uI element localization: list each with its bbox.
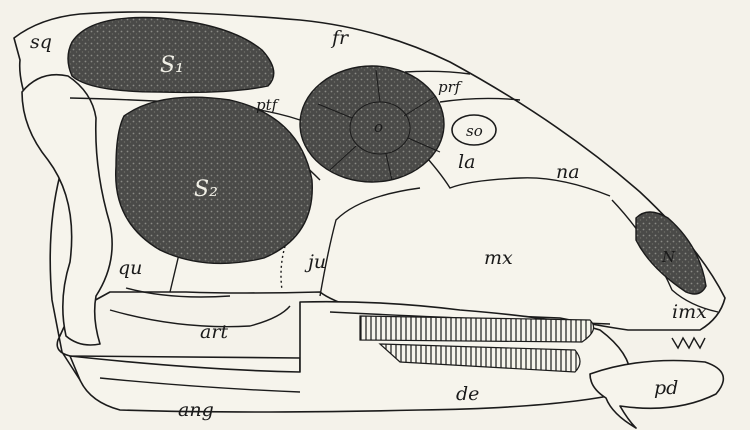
label-prf: prf: [438, 78, 463, 96]
label-la: la: [458, 151, 475, 173]
label-qu: qu: [118, 257, 142, 279]
label-ju: ju: [304, 251, 326, 273]
premaxillary-teeth: [672, 338, 705, 348]
label-imx: imx: [672, 301, 707, 323]
label-fr: fr: [330, 27, 350, 49]
label-sq: sq: [30, 31, 52, 53]
label-so: so: [466, 122, 483, 140]
label-nares: N: [661, 248, 676, 266]
label-de: de: [456, 383, 479, 405]
dental-battery-upper: [360, 316, 594, 342]
label-s2: S₂: [194, 177, 218, 202]
label-orbit: o: [374, 118, 383, 136]
label-art: art: [200, 321, 228, 343]
label-mx: mx: [484, 247, 513, 269]
label-ptf: ptf: [256, 96, 280, 114]
label-ang: ang: [178, 399, 214, 421]
label-pd: pd: [654, 377, 678, 399]
orbit-opening: [300, 66, 444, 182]
label-na: na: [556, 161, 580, 183]
label-s1: S₁: [160, 53, 184, 78]
